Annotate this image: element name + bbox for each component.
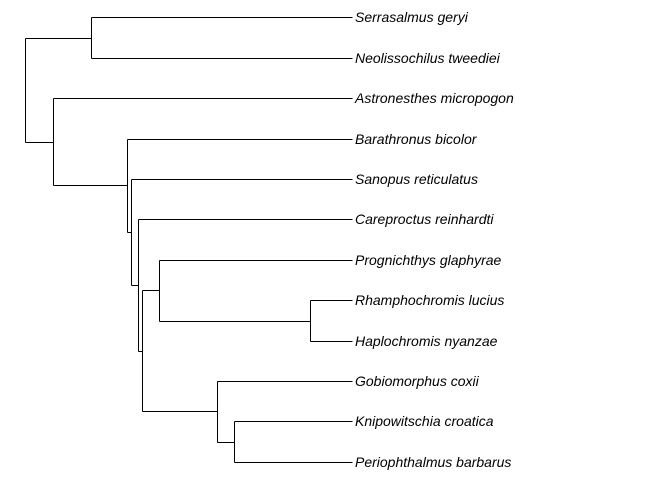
tip-label-barathronus-bicolor: Barathronus bicolor <box>355 131 478 147</box>
tip-label-serrasalmus-geryi: Serrasalmus geryi <box>355 9 469 25</box>
tip-label-periophthalmus-barbarus: Periophthalmus barbarus <box>355 454 511 470</box>
tip-label-haplochromis-nyanzae: Haplochromis nyanzae <box>355 333 498 349</box>
tip-label-knipowitschia-croatica: Knipowitschia croatica <box>355 413 494 429</box>
tip-label-gobiomorphus-coxii: Gobiomorphus coxii <box>355 373 480 389</box>
tip-label-astronesthes-micropogon: Astronesthes micropogon <box>354 90 514 106</box>
tip-label-neolissochilus-tweediei: Neolissochilus tweediei <box>355 50 501 66</box>
tip-label-rhamphochromis-lucius: Rhamphochromis lucius <box>355 292 504 308</box>
tip-labels: Serrasalmus geryi Neolissochilus tweedie… <box>354 9 514 470</box>
tree-branches <box>25 17 353 463</box>
tip-label-prognichthys-glaphyrae: Prognichthys glaphyrae <box>355 252 502 268</box>
tip-label-careproctus-reinhardti: Careproctus reinhardti <box>355 211 494 227</box>
tip-label-sanopus-reticulatus: Sanopus reticulatus <box>355 171 478 187</box>
